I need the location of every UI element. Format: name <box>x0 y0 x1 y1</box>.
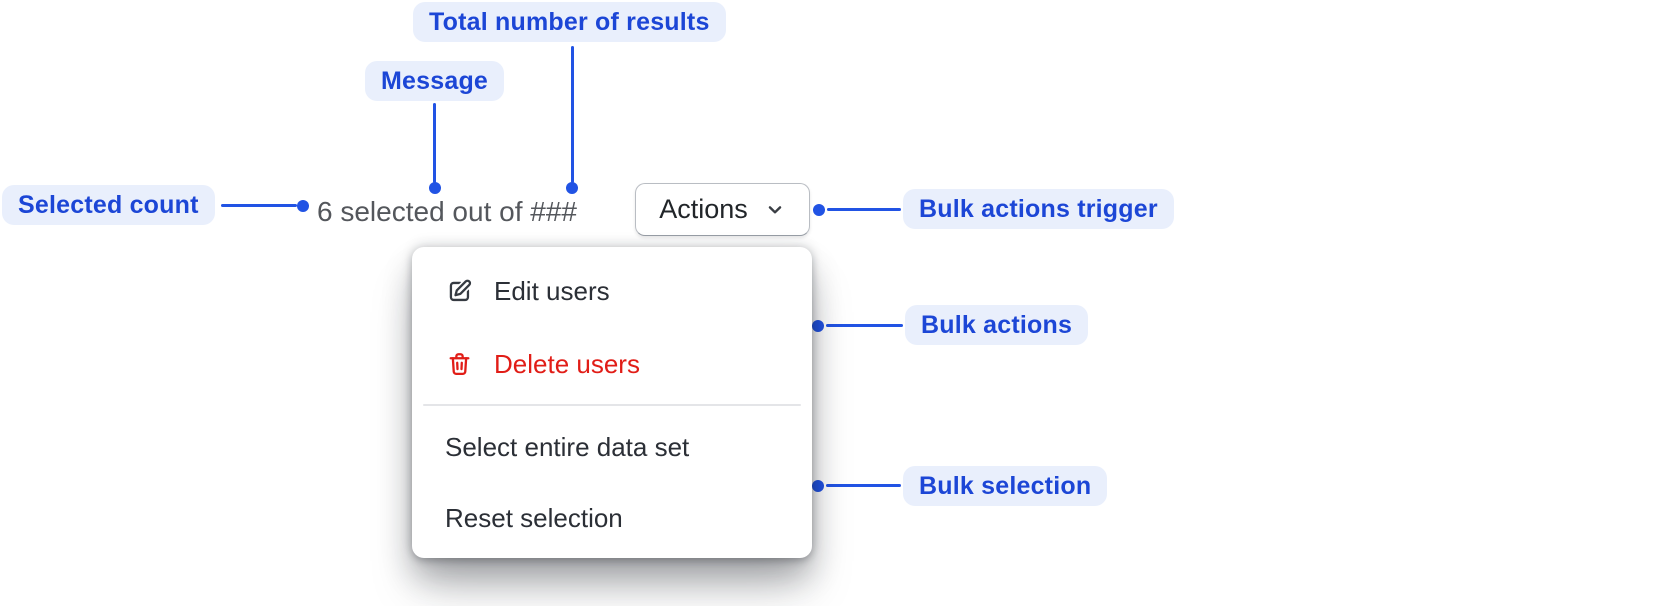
annotation-message: Message <box>365 61 505 101</box>
annotation-bulk-actions-trigger: Bulk actions trigger <box>903 189 1174 229</box>
selection-count-message: 6 selected out of ### <box>317 196 577 227</box>
connector-dot-bulk-actions <box>812 320 824 332</box>
menu-item-label: Reset selection <box>445 502 623 533</box>
connector-line-message <box>433 103 436 183</box>
connector-line-total-results <box>571 46 574 183</box>
annotation-bulk-actions: Bulk actions <box>905 305 1089 345</box>
delete-icon <box>445 350 474 379</box>
edit-icon <box>445 277 474 306</box>
menu-item-label: Select entire data set <box>445 431 690 462</box>
menu-item-label: Edit users <box>494 275 610 306</box>
connector-line-selected-count <box>221 204 297 207</box>
connector-line-bulk-actions <box>826 324 903 327</box>
menu-item-select-entire-data-set[interactable]: Select entire data set <box>412 419 812 475</box>
annotation-bulk-selection: Bulk selection <box>903 466 1108 506</box>
annotation-selected-count: Selected count <box>2 185 215 225</box>
connector-dot-total-results <box>566 182 578 194</box>
menu-item-delete-users[interactable]: Delete users <box>412 336 812 392</box>
connector-line-bulk-actions-trigger <box>827 208 901 211</box>
connector-dot-selected-count <box>297 200 309 212</box>
bulk-actions-trigger-button[interactable]: Actions <box>635 183 810 236</box>
connector-dot-message <box>429 182 441 194</box>
connector-line-bulk-selection <box>826 484 901 487</box>
connector-dot-bulk-actions-trigger <box>813 204 825 216</box>
connector-dot-bulk-selection <box>812 480 824 492</box>
annotation-total-results: Total number of results <box>413 2 726 42</box>
menu-item-reset-selection[interactable]: Reset selection <box>412 490 812 546</box>
chevron-down-icon <box>764 199 786 221</box>
actions-button-label: Actions <box>659 194 748 224</box>
bulk-actions-popover: Edit users Delete users Select entire da… <box>412 247 812 558</box>
menu-item-label: Delete users <box>494 348 640 379</box>
menu-divider <box>423 404 801 406</box>
menu-item-edit-users[interactable]: Edit users <box>412 263 812 319</box>
